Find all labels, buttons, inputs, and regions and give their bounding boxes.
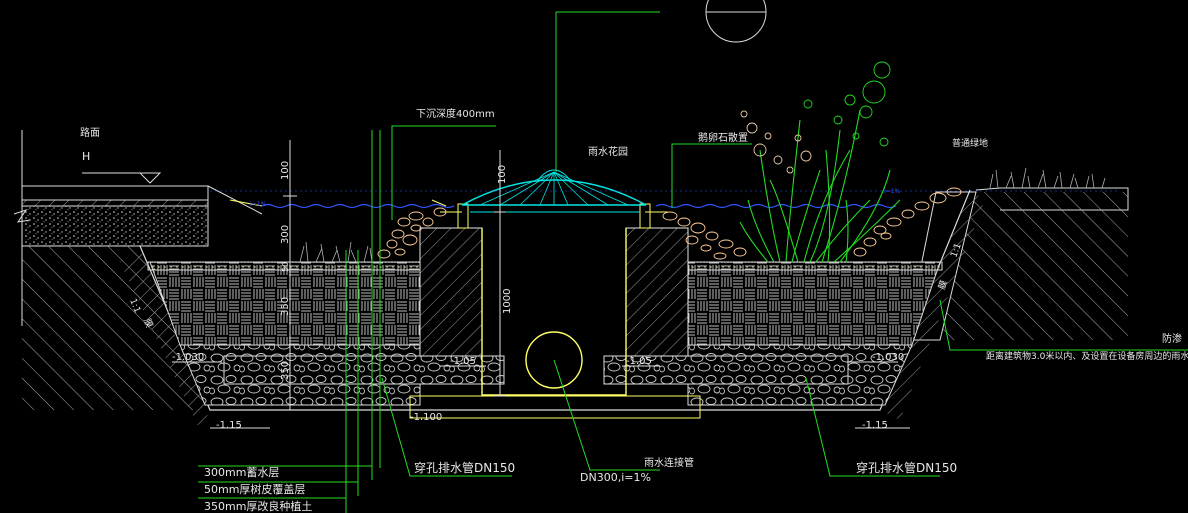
reed-seedheads <box>803 61 891 147</box>
pebbles-right <box>662 187 962 260</box>
dn300-label: DN300,i=1% <box>580 471 651 484</box>
pebbles-left <box>377 207 447 259</box>
dim-50: 50 <box>281 262 290 272</box>
layer-3-label: 350mm厚改良种植土 <box>204 499 312 513</box>
rain-garden-label: 雨水花园 <box>588 145 628 158</box>
dim-300: 300 <box>280 225 291 244</box>
reeds <box>739 109 901 263</box>
elev-right-115: -1.15 <box>862 420 888 431</box>
elev-1100: -1.100 <box>410 412 442 423</box>
elev-left-1030: -1.030 <box>172 352 204 363</box>
slope-left-label: i=1% <box>250 201 267 208</box>
elev-right-1030: -1.030 <box>872 352 904 363</box>
dim-100-left: 100 <box>280 161 291 180</box>
inlet-well <box>409 169 701 419</box>
water-level <box>210 190 1120 209</box>
dim-1000: 1000 <box>502 289 513 314</box>
trench <box>120 189 985 430</box>
pebble-label: 鹅卵石散置 <box>698 131 748 144</box>
leader-lines <box>172 11 1188 513</box>
elev-left-105: -1.05 <box>450 356 476 367</box>
road-surface-label: 路面 <box>80 126 100 139</box>
road-h-label: H <box>82 150 90 163</box>
grass-left <box>299 241 373 263</box>
elev-left-115: -1.15 <box>216 420 242 431</box>
rain-conn-label: 雨水连接管 <box>644 456 694 469</box>
detail-callout <box>705 0 767 43</box>
perf-pipe-right-label: 穿孔排水管DN150 <box>856 460 957 475</box>
slope-right-label: i=1% <box>884 188 901 195</box>
membrane-left-label: 膜 <box>141 317 155 329</box>
ratio-right-label: 1:1 <box>949 242 963 259</box>
anti-seep-label: 防渗 <box>1162 332 1182 345</box>
road-structure <box>13 130 263 410</box>
lawn-ground <box>905 187 1129 341</box>
lawn-label: 普通绿地 <box>952 137 988 149</box>
sink-depth-label: 下沉深度400mm <box>416 107 495 120</box>
membrane-right-label: 膜 <box>936 279 949 291</box>
elev-right-105: -1.05 <box>626 356 652 367</box>
anti-seep-note: 距离建筑物3.0米以内、及设置在设备房周边的雨水 <box>986 350 1188 362</box>
seedheads-beige <box>740 110 812 174</box>
perf-pipe-left-label: 穿孔排水管DN150 <box>414 460 515 475</box>
layer-2-label: 50mm厚树皮覆盖层 <box>204 482 305 496</box>
dim-350-a: 350 <box>280 297 291 316</box>
dim-350-b: 350 <box>280 361 291 380</box>
grass-right <box>989 167 1106 189</box>
layer-1-label: 300mm蓄水层 <box>204 466 279 479</box>
dim-100-mid: 100 <box>497 165 508 184</box>
